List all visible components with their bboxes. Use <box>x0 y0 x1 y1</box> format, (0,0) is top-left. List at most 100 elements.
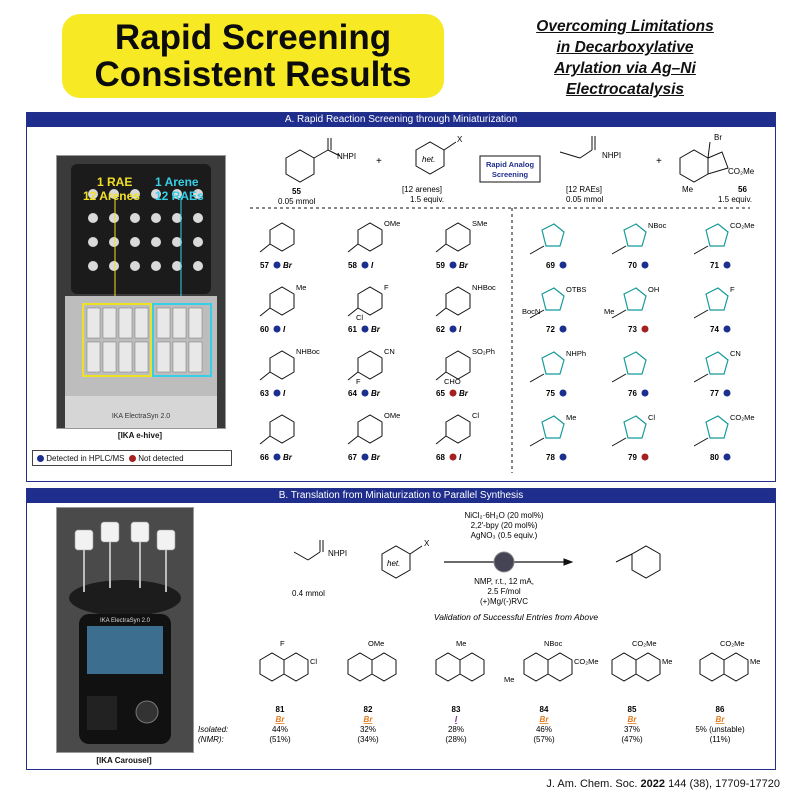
rae-fragment <box>541 287 565 311</box>
halide-label: I <box>283 325 286 334</box>
isolated-yield: 46% <box>536 725 552 734</box>
nmr-yield: (47%) <box>621 735 643 744</box>
rae-fragment <box>705 287 729 311</box>
arene-ring <box>445 222 471 252</box>
detected-dot <box>641 389 649 397</box>
photo-label-arenes: 12 Arenes <box>83 189 140 203</box>
arene-ring <box>269 286 295 316</box>
detected-dot <box>559 261 567 269</box>
legend-detected-dot <box>37 455 44 463</box>
arene-ring <box>357 286 383 316</box>
substituent-label: Me <box>750 657 760 666</box>
detected-dot <box>273 325 281 333</box>
detected-dot <box>723 389 731 397</box>
substituent-label: OTBS <box>566 285 586 294</box>
substituent-label: CO₂Me <box>730 413 755 422</box>
substituent-label: Cl <box>472 411 479 420</box>
attachment-bond <box>435 435 447 445</box>
photo-label-arene: 1 Arene <box>155 175 199 189</box>
isolated-yield: 28% <box>448 725 464 734</box>
product-ring <box>611 652 637 682</box>
nmr-yield: (57%) <box>533 735 555 744</box>
b-arene-het: het. <box>387 559 400 568</box>
subtitle-line-2: in Decarboxylative <box>556 39 694 56</box>
attachment-bond <box>259 243 271 253</box>
halide-label: I <box>283 389 286 398</box>
arene-ring <box>269 222 295 252</box>
rae-fragment <box>705 415 729 439</box>
compound-number: 80 <box>710 453 719 462</box>
detected-dot <box>723 325 731 333</box>
detected-dot <box>273 389 281 397</box>
substituent-label: CO₂Me <box>730 221 755 230</box>
subtitle: Overcoming Limitations in Decarboxylativ… <box>480 16 770 100</box>
compound-number: 68 <box>436 453 445 462</box>
substituent-label: F <box>356 377 361 386</box>
attachment-bond <box>611 437 627 447</box>
compound-number: 75 <box>546 389 555 398</box>
attachment-bond <box>529 245 545 255</box>
compound-number: 72 <box>546 325 555 334</box>
legend-detected-label: Detected in HPLC/MS <box>46 454 125 463</box>
substituent-label: Me <box>662 657 672 666</box>
cond-top-3: AgNO₃ (0.5 equiv.) <box>471 531 538 540</box>
substituent-label: OH <box>648 285 659 294</box>
box-line-1: Rapid Analog <box>486 160 534 169</box>
detected-dot <box>559 325 567 333</box>
product-ring-2 <box>723 652 749 682</box>
halide-label: Br <box>283 261 293 270</box>
arene-product-57: 57 Br <box>259 222 295 270</box>
compound-number: 78 <box>546 453 555 462</box>
c55-amt: 0.05 mmol <box>278 197 316 206</box>
detected-dot <box>361 261 369 269</box>
c56-me: Me <box>682 185 694 194</box>
halide-label: Br <box>459 261 469 270</box>
rae-fragment <box>541 415 565 439</box>
plus-sign-1: + <box>376 156 382 167</box>
b-reactant-amt: 0.4 mmol <box>292 589 325 598</box>
b-product-row: FCl81Br44%(51%)OMe82Br32%(34%)Me83I28%(2… <box>259 639 760 744</box>
detected-dot <box>559 389 567 397</box>
legend: Detected in HPLC/MS Not detected <box>32 450 232 466</box>
attachment-bond <box>435 307 447 317</box>
product-ring <box>435 652 461 682</box>
compound-number: 73 <box>628 325 637 334</box>
compound-number: 63 <box>260 389 269 398</box>
substituent-label: SMe <box>472 219 487 228</box>
rae-fragment <box>541 223 565 247</box>
arene-x: X <box>457 135 463 144</box>
arene-ring <box>269 414 295 444</box>
nmr-yield: (28%) <box>445 735 467 744</box>
product-ring-2 <box>547 652 573 682</box>
arene-ring <box>357 222 383 252</box>
section-b-banner: B. Translation from Miniaturization to P… <box>27 489 775 503</box>
compound-number: 57 <box>260 261 269 270</box>
detected-dot <box>641 261 649 269</box>
legend-not-detected-label: Not detected <box>138 454 184 463</box>
product-ring <box>699 652 725 682</box>
citation-rest: 144 (38), 17709-17720 <box>668 778 780 790</box>
arene-equiv: 1.5 equiv. <box>410 195 444 204</box>
halide-label: Br <box>371 453 381 462</box>
substituent-label: F <box>280 639 285 648</box>
cond-top-2: 2,2′-bpy (20 mol%) <box>471 521 538 530</box>
not-detected-dot <box>449 453 457 461</box>
attachment-bond <box>529 373 545 383</box>
isolated-label: Isolated: <box>198 725 228 734</box>
compound-number: 76 <box>628 389 637 398</box>
substituent-label: Me <box>604 307 614 316</box>
c55-num: 55 <box>292 187 301 196</box>
substituent-label: OMe <box>368 639 384 648</box>
rae-product-73: OH Me 73 <box>604 285 659 334</box>
arene-ring <box>445 414 471 444</box>
